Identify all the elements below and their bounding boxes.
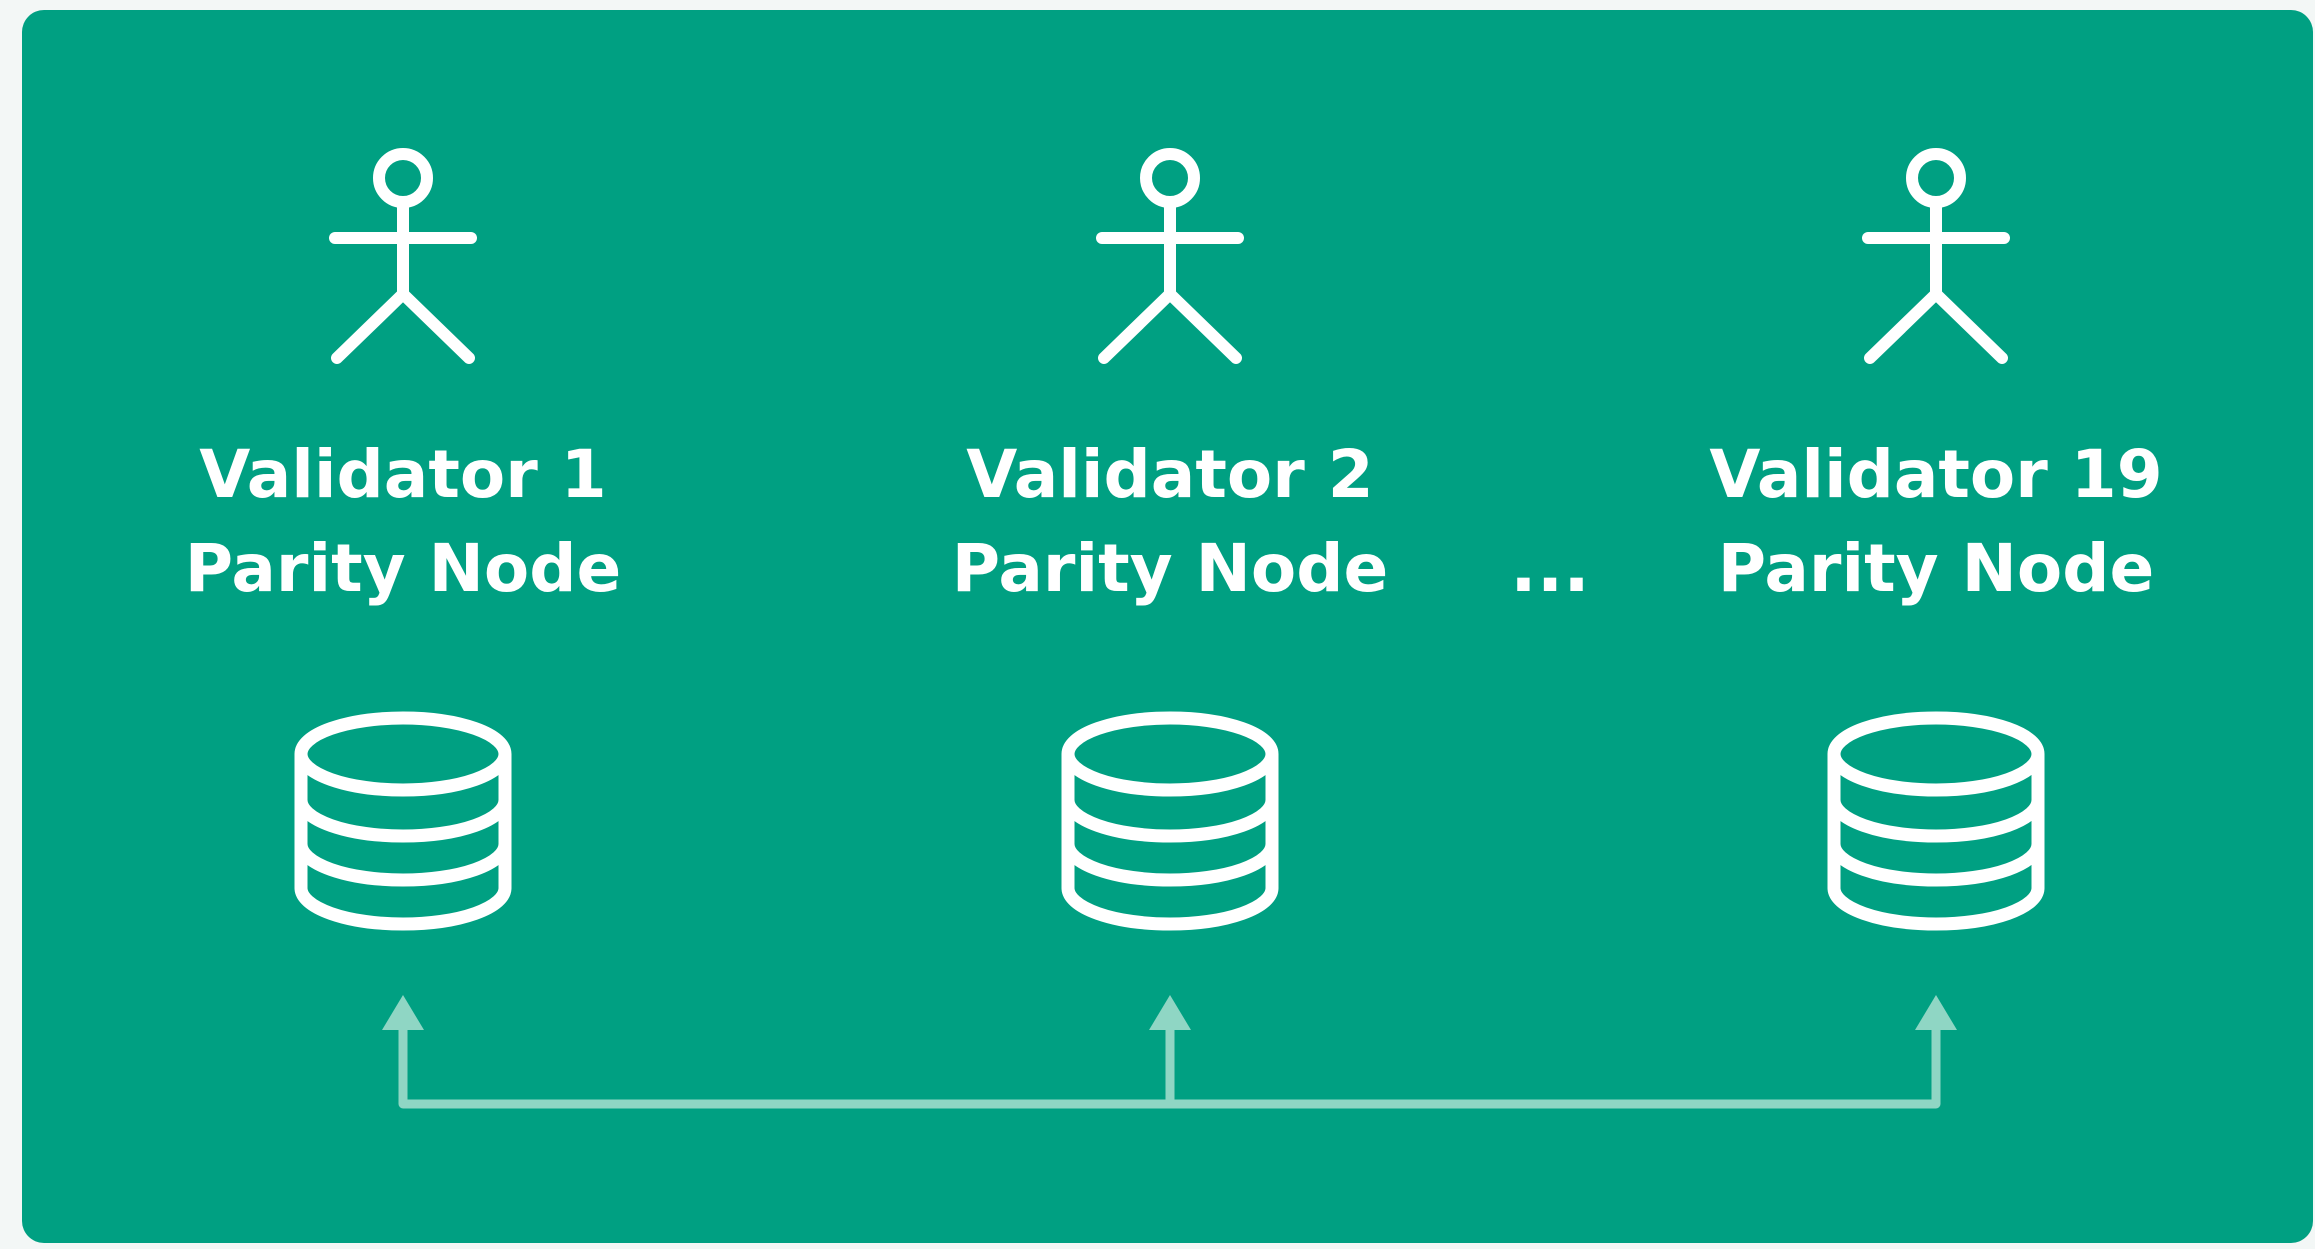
- validator-name: Validator 2: [966, 436, 1374, 513]
- database-icon: [1068, 718, 1272, 924]
- validator-name: Validator 19: [1709, 436, 2163, 513]
- sync-connector: [398, 1015, 1941, 1109]
- validator-label: Validator 1 Parity Node: [123, 428, 683, 616]
- arrow-up-icon: [1915, 995, 1957, 1030]
- arrow-up-icon: [382, 995, 424, 1030]
- database-icon: [1834, 718, 2038, 924]
- connector-arrowheads: [382, 995, 1957, 1030]
- node-type: Parity Node: [184, 530, 622, 607]
- validator-person-icon: [335, 154, 471, 358]
- validator-label: Validator 19 Parity Node: [1656, 428, 2216, 616]
- validator-label: Validator 2 Parity Node: [890, 428, 1450, 616]
- validator-person-icon: [1102, 154, 1238, 358]
- ellipsis: ...: [1510, 526, 1590, 608]
- arrow-up-icon: [1149, 995, 1191, 1030]
- validator-person-icon: [1868, 154, 2004, 358]
- validator-name: Validator 1: [199, 436, 607, 513]
- node-type: Parity Node: [1717, 530, 2155, 607]
- node-type: Parity Node: [951, 530, 1389, 607]
- database-icon: [301, 718, 505, 924]
